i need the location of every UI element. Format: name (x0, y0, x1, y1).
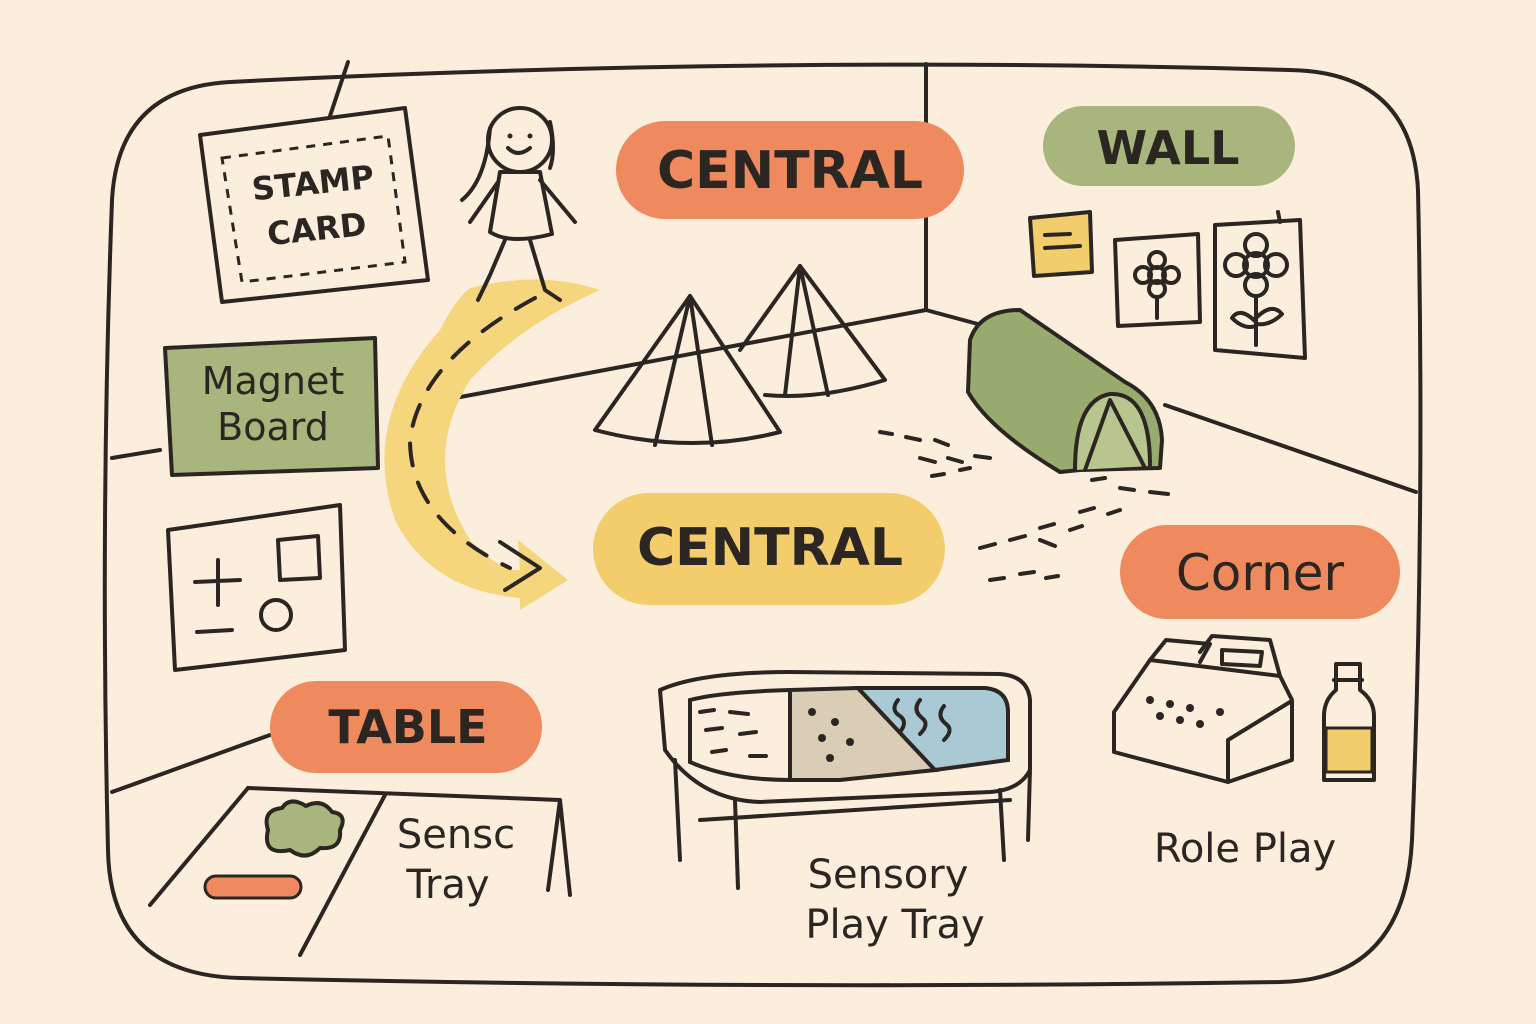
zone-table-label: TABLE (328, 700, 487, 754)
bottle-icon (1322, 662, 1376, 782)
sensc-tray-line1: Sensc (397, 812, 515, 858)
tent-icon (593, 264, 887, 447)
role-play-label: Role Play (1154, 826, 1336, 872)
sensc-tray-line2: Tray (405, 862, 489, 908)
role-play-area[interactable]: Role Play (1112, 634, 1376, 872)
magnet-board[interactable]: Magnet Board (163, 336, 380, 477)
zone-wall-label: WALL (1097, 121, 1240, 175)
zone-corner-label: Corner (1176, 544, 1345, 602)
zone-corner: Corner (1120, 525, 1400, 619)
zone-central-middle: CENTRAL (593, 493, 945, 605)
cash-register-icon (1112, 634, 1294, 784)
sensory-tray-line2: Play Tray (805, 902, 984, 948)
magnet-board-line2: Board (217, 405, 329, 449)
zone-central-top: CENTRAL (616, 121, 964, 219)
sensory-tray-line1: Sensory (808, 852, 969, 898)
zone-central-middle-label: CENTRAL (637, 518, 903, 578)
child-figure-icon (460, 106, 577, 302)
sensc-tray-table[interactable]: Sensc Tray (148, 786, 572, 957)
zone-table: TABLE (270, 681, 542, 773)
path-arrow-icon (384, 279, 600, 610)
footprints-icon (878, 430, 1170, 582)
stamp-card[interactable]: STAMP CARD (198, 60, 430, 304)
magnet-board-line1: Magnet (202, 359, 345, 403)
tunnel-icon (966, 308, 1164, 474)
sticky-note-icon (1028, 210, 1094, 278)
zone-central-top-label: CENTRAL (657, 141, 923, 201)
room-outline (102, 62, 1423, 988)
shapes-board-icon (166, 503, 347, 672)
flower-picture-icon (1113, 210, 1307, 360)
sensory-play-tray[interactable]: Sensory Play Tray (658, 670, 1032, 948)
zone-wall: WALL (1043, 106, 1295, 186)
